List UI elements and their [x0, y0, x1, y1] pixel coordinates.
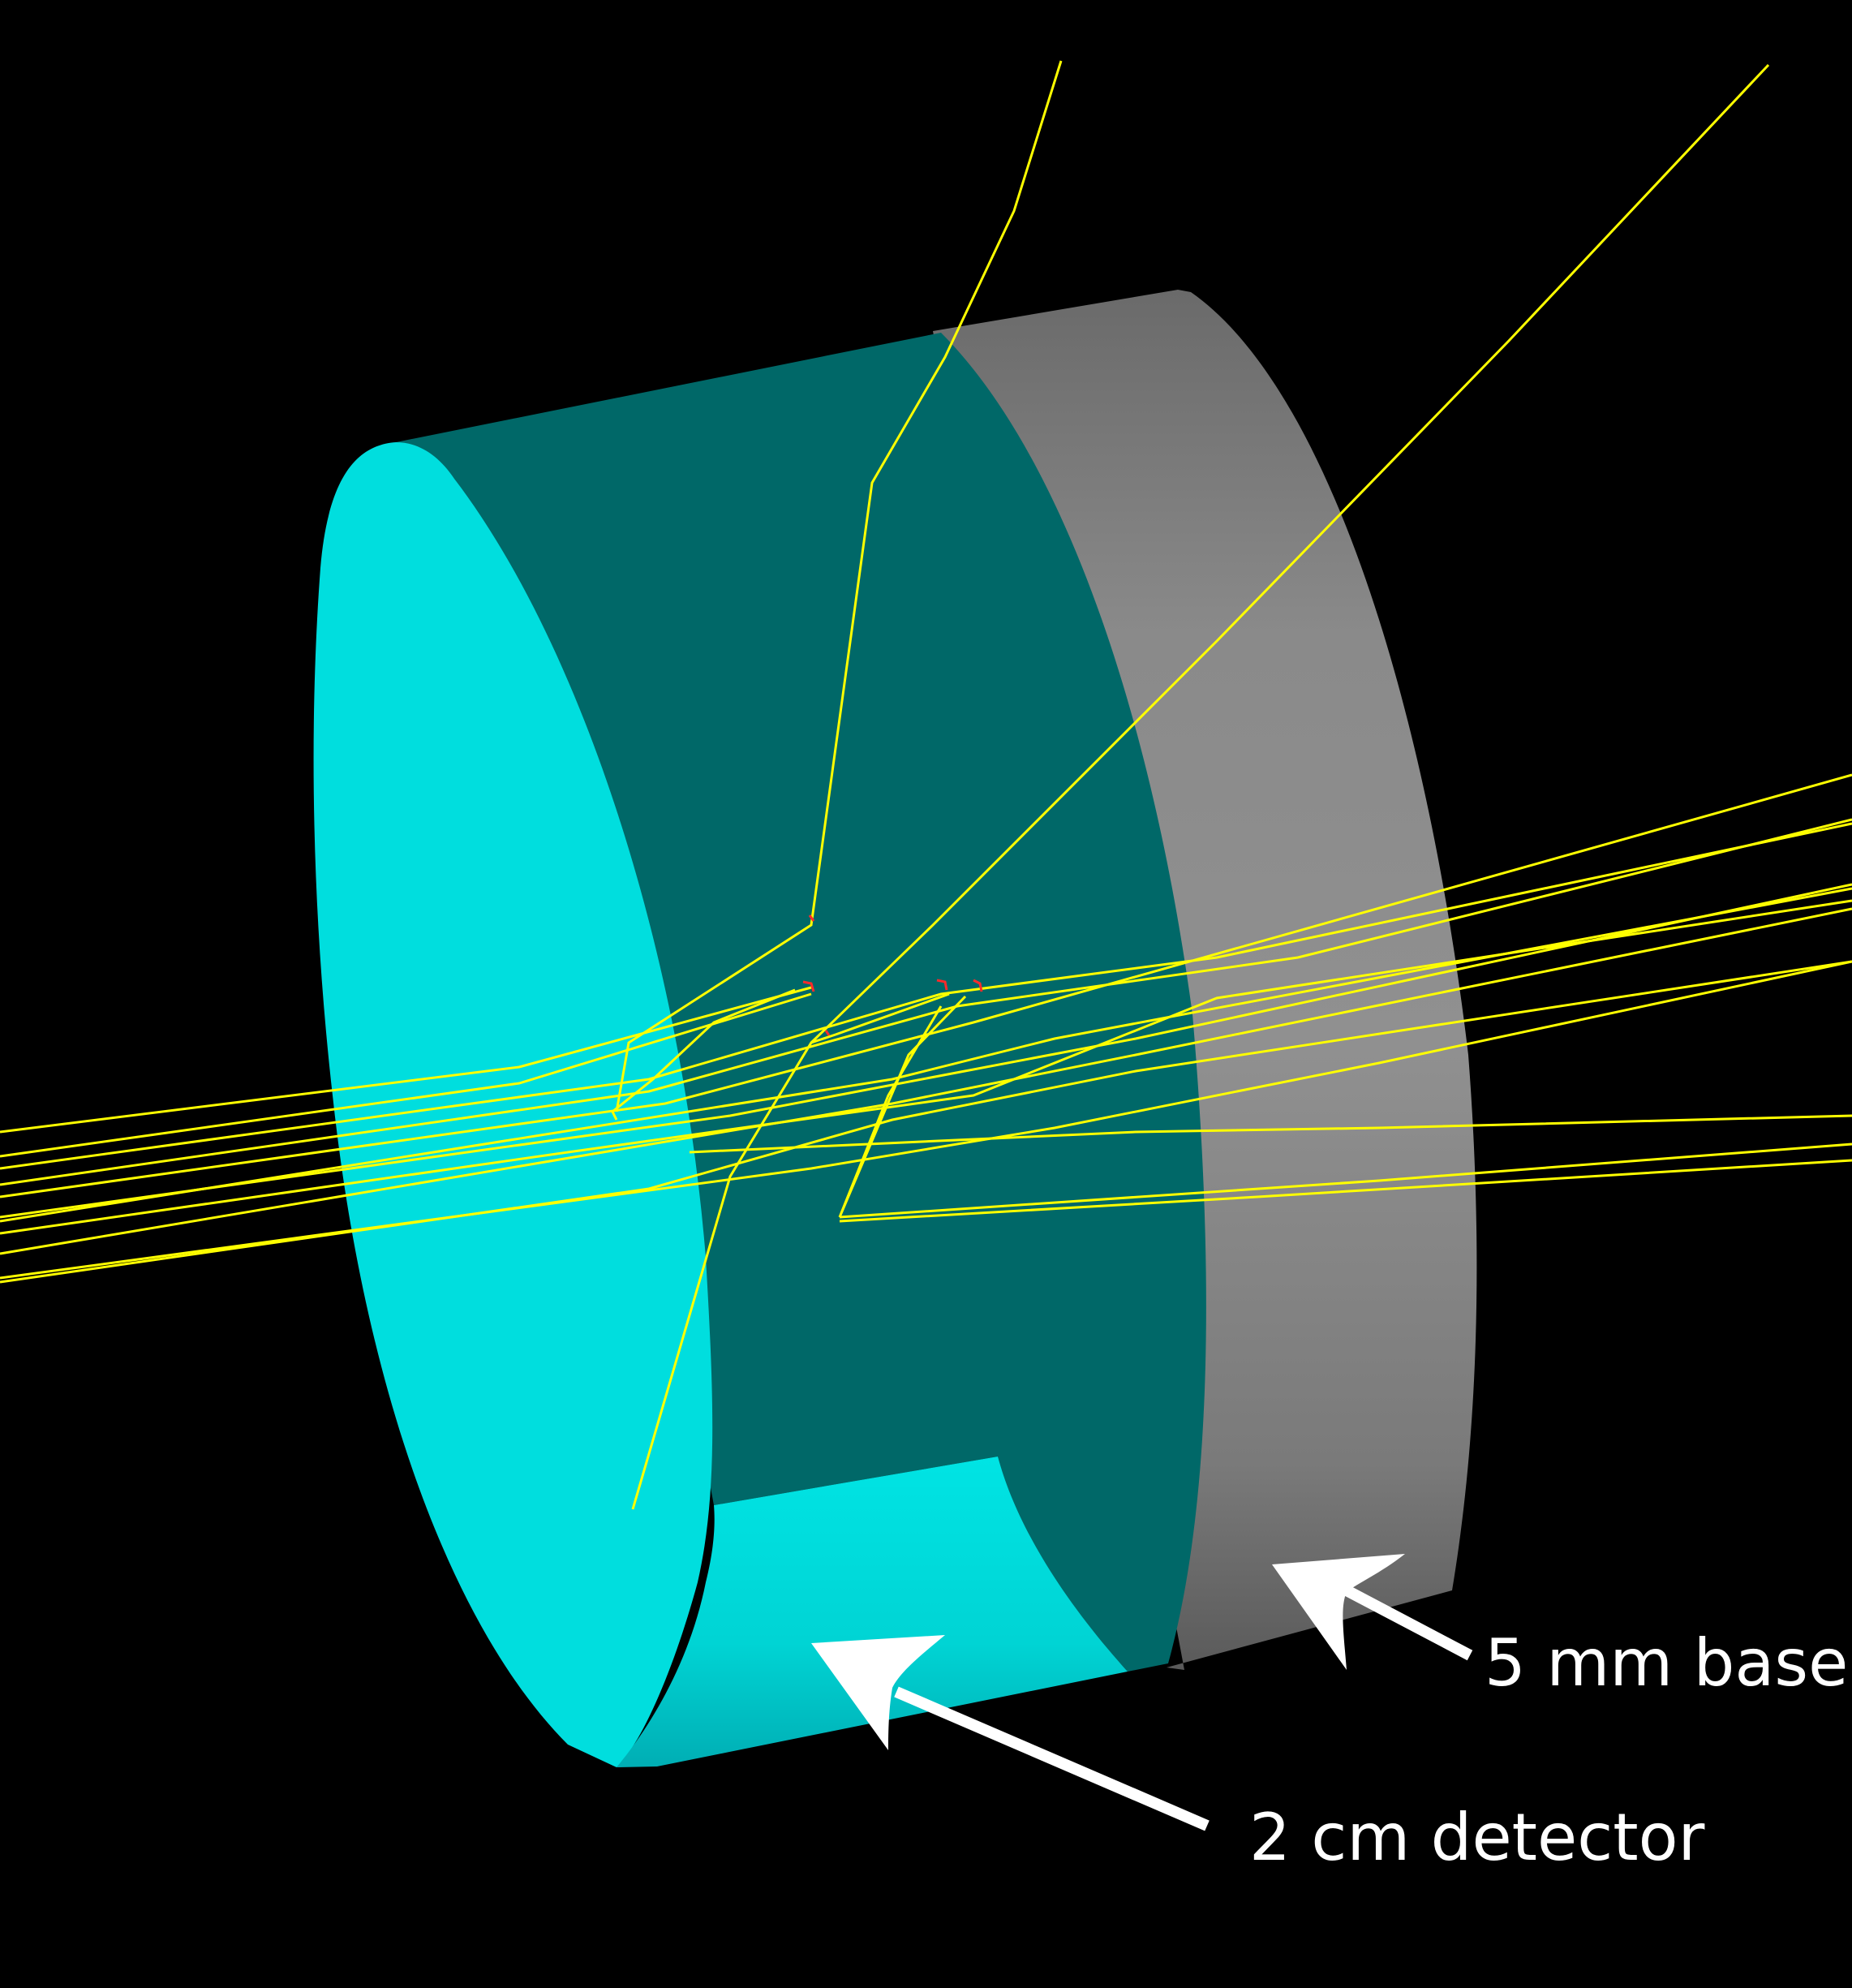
arrow-icon — [811, 1635, 945, 1750]
track-3 — [0, 822, 1852, 1170]
track-upper-left — [615, 60, 1063, 1112]
interaction-marker — [802, 980, 815, 992]
interaction-marker — [936, 979, 948, 991]
track-11 — [0, 960, 1852, 1280]
track-7 — [0, 887, 1852, 1223]
track-mid-2 — [810, 992, 950, 1044]
track-6 — [0, 883, 1852, 1219]
arrow-icon — [1272, 1554, 1405, 1670]
detector-body — [396, 333, 1206, 1672]
arrow-icon — [1343, 1585, 1473, 1661]
arrow-icon — [894, 1686, 1210, 1831]
track-mid-1 — [689, 1114, 1852, 1154]
track-1 — [0, 986, 812, 1134]
interaction-markers — [802, 914, 983, 1036]
track-lower-right-2 — [839, 1142, 1852, 1219]
interaction-marker — [824, 1030, 831, 1036]
track-8 — [0, 899, 1852, 1235]
detector-label: 2 cm detector — [1249, 1800, 1705, 1875]
particle-tracks — [0, 60, 1852, 1510]
track-upper-right — [631, 63, 1770, 1510]
detector-face — [313, 442, 713, 1767]
base-label: 5 mm base — [1485, 1625, 1848, 1701]
track-lower-right — [839, 1159, 1852, 1223]
track-5 — [0, 773, 1852, 1198]
annotation-arrows — [811, 1554, 1473, 1831]
detector-notch — [617, 1457, 1128, 1767]
track-kink-left — [611, 988, 796, 1121]
interaction-marker — [973, 979, 983, 992]
interaction-marker — [808, 914, 815, 922]
track-9 — [0, 907, 1852, 1255]
